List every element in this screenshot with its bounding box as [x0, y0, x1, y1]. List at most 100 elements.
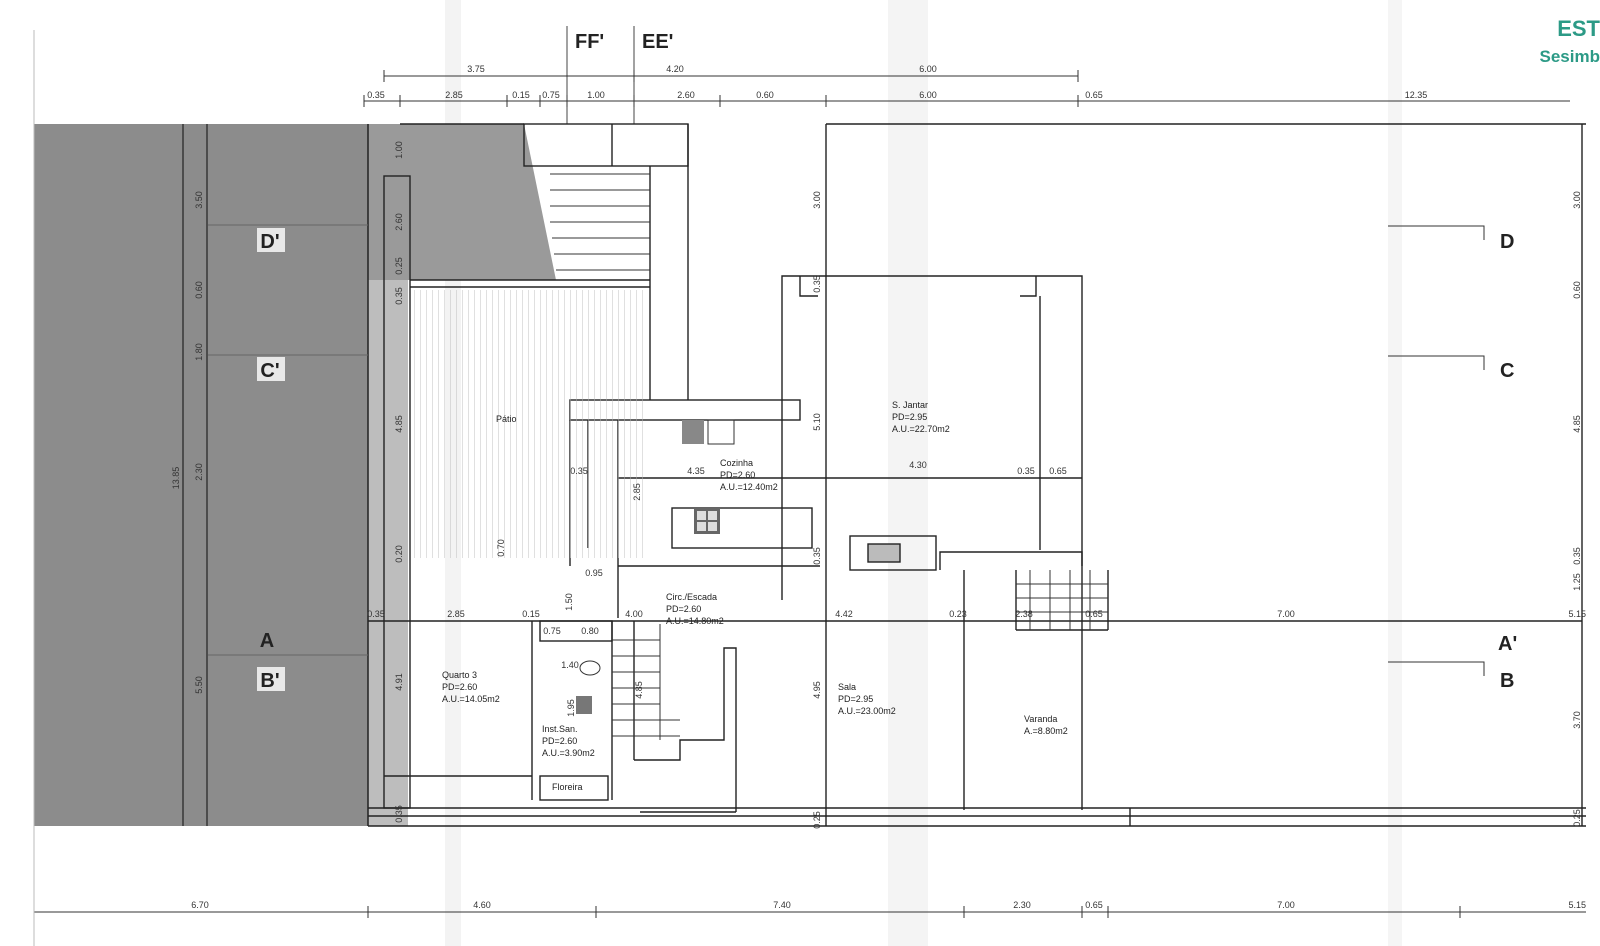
room-instsan-pd: PD=2.60: [542, 736, 577, 746]
house-walls: [368, 123, 1586, 827]
dim-right-3: 4.85: [1572, 415, 1582, 433]
room-varanda-name: Varanda: [1024, 714, 1057, 724]
room-varanda-au: A.=8.80m2: [1024, 726, 1068, 736]
section-b-prime: B': [260, 670, 279, 692]
room-jantar-au: A.U.=22.70m2: [892, 424, 950, 434]
dim-mid-11: 1.95: [566, 699, 576, 717]
dim-mid-6: 0.25: [812, 811, 822, 829]
dim-top1-1: 3.75: [467, 64, 485, 74]
dim-right-1: 3.00: [1572, 191, 1582, 209]
room-circ-pd: PD=2.60: [666, 604, 701, 614]
section-d-prime: D': [260, 231, 279, 253]
room-sala-au: A.U.=23.00m2: [838, 706, 896, 716]
room-quarto-au: A.U.=14.05m2: [442, 694, 500, 704]
dim-wall-8: 0.35: [394, 805, 404, 823]
dim-wall-5: 4.85: [394, 415, 404, 433]
room-floreira-name: Floreira: [552, 782, 583, 792]
dim-left-2: 0.60: [194, 281, 204, 299]
room-circ-au: A.U.=14.80m2: [666, 616, 724, 626]
dim-row-a-1: 0.35: [367, 609, 385, 619]
dim-mid-5: 4.95: [812, 681, 822, 699]
dim-row-a-2: 2.85: [447, 609, 465, 619]
dim-inner-3: 4.30: [909, 460, 927, 470]
room-circ-name: Circ./Escada: [666, 592, 717, 602]
section-c-prime: C': [260, 360, 279, 382]
dim-mid-9: 1.50: [564, 593, 574, 611]
dim-wall-1: 1.00: [394, 141, 404, 159]
dim-inner-5: 0.65: [1049, 466, 1067, 476]
dim-inner-4: 0.35: [1017, 466, 1035, 476]
dim-bottom-7: 5.15: [1568, 900, 1586, 910]
sink-icon: [682, 420, 704, 444]
dim-inner-7: 0.75: [543, 626, 561, 636]
scan-streak: [888, 0, 928, 946]
dim-wall-6: 0.20: [394, 545, 404, 563]
dim-row-a-6: 0.23: [949, 609, 967, 619]
room-sala-name: Sala: [838, 682, 856, 692]
dim-bottom-5: 0.65: [1085, 900, 1103, 910]
toilet-icon: [576, 696, 592, 714]
dim-mid-8: 0.70: [496, 539, 506, 557]
dim-bottom-2: 4.60: [473, 900, 491, 910]
room-quarto-name: Quarto 3: [442, 670, 477, 680]
stairs-top: [550, 173, 650, 271]
dim-mid-7: 2.85: [632, 483, 642, 501]
section-c: C: [1500, 360, 1514, 382]
room-quarto-pd: PD=2.60: [442, 682, 477, 692]
dim-bottom-3: 7.40: [773, 900, 791, 910]
dim-wall-2: 2.60: [394, 213, 404, 231]
dim-row-a-8: 0.65: [1085, 609, 1103, 619]
room-sala-pd: PD=2.95: [838, 694, 873, 704]
dim-wall-3: 0.25: [394, 257, 404, 275]
section-a: A: [260, 630, 274, 652]
dim-inner-1: 0.35: [570, 466, 588, 476]
dim-row-a-4: 4.00: [625, 609, 643, 619]
dim-inner-6: 0.95: [585, 568, 603, 578]
room-cozinha-au: A.U.=12.40m2: [720, 482, 778, 492]
dim-mid-12: 4.85: [634, 681, 644, 699]
stairs-varanda: [1016, 570, 1108, 630]
stairs-circulation: [612, 624, 680, 740]
dim-left-3: 1.80: [194, 343, 204, 361]
room-cozinha-pd: PD=2.60: [720, 470, 755, 480]
dim-top2-3: 0.15: [512, 90, 530, 100]
dim-bottom-6: 7.00: [1277, 900, 1295, 910]
dim-top2-2: 2.85: [445, 90, 463, 100]
dim-inner-2: 4.35: [687, 466, 705, 476]
dim-bottom-4: 2.30: [1013, 900, 1031, 910]
dim-mid-3: 5.10: [812, 413, 822, 431]
dim-mid-4: 0.35: [812, 547, 822, 565]
dim-top2-8: 6.00: [919, 90, 937, 100]
washbasin-icon: [579, 660, 601, 676]
room-instsan-name: Inst.San.: [542, 724, 578, 734]
dim-mid-10: 1.40: [561, 660, 579, 670]
shaded-stair-area: [368, 124, 556, 280]
room-instsan-au: A.U.=3.90m2: [542, 748, 595, 758]
dim-top2-6: 2.60: [677, 90, 695, 100]
section-d: D: [1500, 231, 1514, 253]
room-cozinha-name: Cozinha: [720, 458, 753, 468]
dim-inner-8: 0.80: [581, 626, 599, 636]
dim-top2-5: 1.00: [587, 90, 605, 100]
dim-top2-10: 12.35: [1405, 90, 1428, 100]
scan-streak: [1388, 0, 1402, 946]
dim-left-4: 2.30: [194, 463, 204, 481]
dim-mid-2: 0.35: [812, 275, 822, 293]
room-patio-name: Pátio: [496, 414, 517, 424]
dim-top2-1: 0.35: [367, 90, 385, 100]
dim-row-a-5: 4.42: [835, 609, 853, 619]
dim-row-a-9: 7.00: [1277, 609, 1295, 619]
dim-wall-7: 4.91: [394, 673, 404, 691]
dim-top2-7: 0.60: [756, 90, 774, 100]
dim-row-a-3: 0.15: [522, 609, 540, 619]
dim-top1-3: 6.00: [919, 64, 937, 74]
dim-right-4: 1.25: [1572, 573, 1582, 591]
dim-wall-4: 0.35: [394, 287, 404, 305]
dim-right-6: 3.70: [1572, 711, 1582, 729]
dim-top1-2: 4.20: [666, 64, 684, 74]
section-ff: FF': [575, 31, 604, 53]
dim-left-5: 5.50: [194, 676, 204, 694]
shaded-neighbour-area: [34, 124, 368, 826]
dim-left-1: 3.50: [194, 191, 204, 209]
